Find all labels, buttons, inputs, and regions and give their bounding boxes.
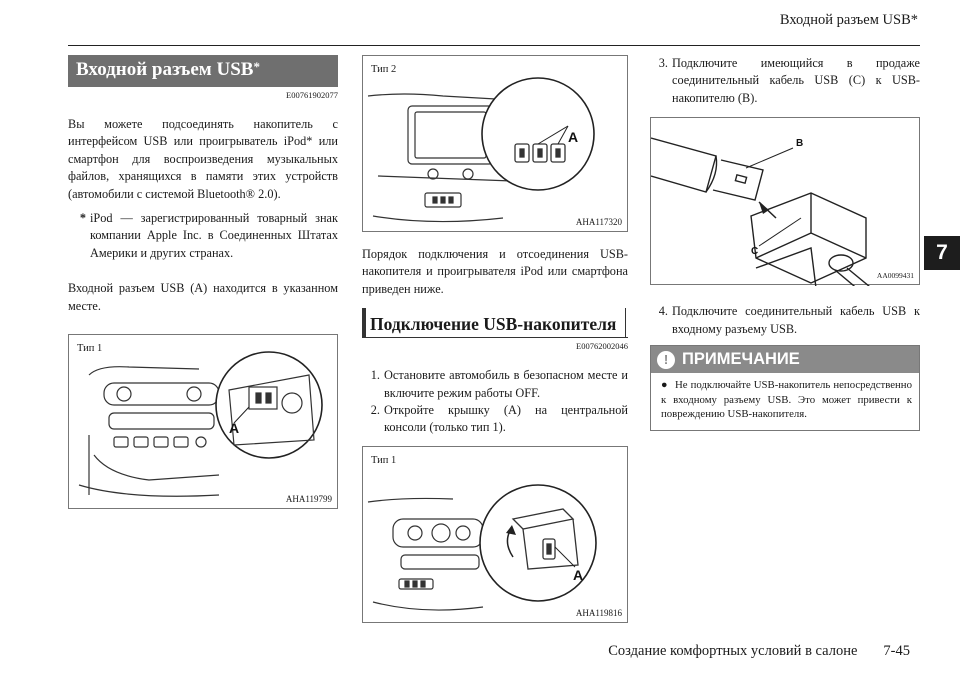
step-text: Подключите соединительный кабель USB к в… [672,304,920,336]
page-footer: Создание комфортных условий в салоне 7-45 [608,643,910,660]
section-title-text: Входной разъем USB [76,59,254,80]
step-item: 1. Остановите автомобиль в безопасном ме… [362,367,628,402]
notice-body: ●Не подключайте USB-накопитель непосредс… [651,373,919,430]
step-text: Остановите автомобиль в безопасном месте… [384,368,628,400]
usb-cable-illustration: B C [651,137,870,287]
column-right: 3. Подключите имеющийся в продаже соедин… [650,55,920,431]
console-illustration: A [78,351,323,497]
running-header: Входной разъем USB* [779,12,918,28]
step-item: 3. Подключите имеющийся в продаже соедин… [650,55,920,107]
figure-type1-cover: A Тип 1 AHA119816 [362,445,628,623]
step-text: Подключите имеющийся в продаже соедините… [672,56,920,105]
callout-a: A [229,420,239,436]
figure-code: AA0099431 [876,271,914,281]
notice-header: ! ПРИМЕЧАНИЕ [651,346,919,374]
notice-box: ! ПРИМЕЧАНИЕ ●Не подключайте USB-накопит… [650,345,920,431]
footnote-mark: * [79,211,86,226]
zoom-circle [481,77,595,191]
footnote-text: iPod — зарегистрированный товарный знак … [90,211,338,260]
callout-a: A [573,567,583,583]
header-rule [68,45,920,46]
console-cover-illustration: A [367,484,597,611]
section-title-mark: * [253,59,260,74]
bullet-icon: ● [661,379,668,392]
figure-code: AHA119816 [575,607,622,618]
callout-a: A [568,129,578,145]
subsection-title: Подключение USB-накопителя [362,308,628,339]
step-text: Откройте крышку (A) на центральной консо… [384,403,628,435]
subsection-code: E00762002046 [576,341,628,352]
figure-type-label: Тип 1 [371,454,397,466]
notice-text: Не подключайте USB-накопитель непосредст… [661,379,912,421]
step-item: 2. Откройте крышку (A) на центральной ко… [362,402,628,437]
figure-type2-console: A Тип 2 AHA117320 [362,55,628,232]
figure-code: AHA119799 [285,494,332,505]
figure-type-label: Тип 2 [371,64,397,75]
zoom-circle [479,484,597,602]
chapter-tab: 7 [924,236,960,270]
step-number: 4. [658,304,668,319]
step-item: 4. Подключите соединительный кабель USB … [650,303,920,338]
figure-type-label: Тип 1 [77,343,103,355]
zoom-circle [215,351,323,459]
figure-usb-cable: B C AA0099431 [650,117,920,287]
order-paragraph: Порядок подключения и отсоединения USB-н… [362,247,628,296]
page-number: 7-45 [883,643,910,659]
figure-type1-console: A Тип 1 AHA119799 [68,334,338,510]
step-number: 3. [658,56,668,70]
footnote: * iPod — зарегистрированный товарный зна… [68,210,338,262]
column-middle: A Тип 2 AHA117320 Порядок подключения и … [362,55,628,623]
section-code: E00761902077 [286,90,338,100]
callout-b: B [796,138,803,149]
subsection-title-text: Подключение USB-накопителя [370,314,617,335]
location-paragraph: Входной разъем USB (A) находится в указа… [68,281,338,313]
callout-c: C [751,246,758,257]
notice-title: ПРИМЕЧАНИЕ [682,350,800,369]
step-number: 1. [370,368,380,383]
steps-list: 1. Остановите автомобиль в безопасном ме… [362,367,628,437]
intro-paragraph: Вы можете подсоединять накопитель с инте… [68,117,338,201]
section-title: Входной разъем USB* [68,55,338,87]
column-left: Входной разъем USB* E00761902077 Вы може… [68,55,338,510]
figure-code: AHA117320 [575,217,622,227]
console-type2-illustration: A [367,77,595,223]
step-number: 2. [370,403,380,418]
exclamation-icon: ! [657,350,675,369]
footer-section: Создание комфортных условий в салоне [608,643,858,659]
